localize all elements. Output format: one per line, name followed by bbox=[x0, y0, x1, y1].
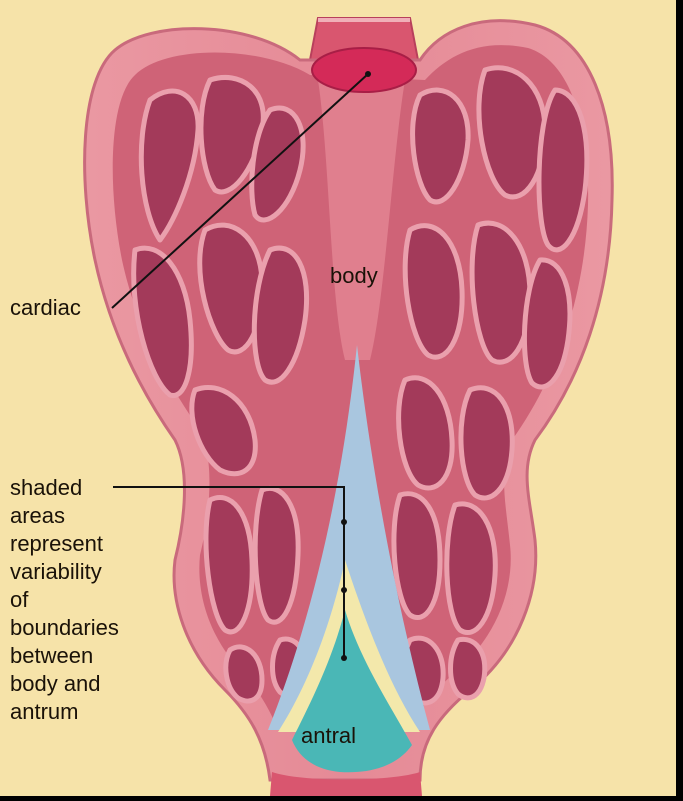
label-shaded-areas-note: shaded areas represent variability of bo… bbox=[10, 474, 119, 726]
note-line: between bbox=[10, 642, 119, 670]
note-line: body and bbox=[10, 670, 119, 698]
note-line: represent bbox=[10, 530, 119, 558]
label-cardiac: cardiac bbox=[10, 294, 81, 322]
note-line: areas bbox=[10, 502, 119, 530]
note-line: antrum bbox=[10, 698, 119, 726]
note-line: shaded bbox=[10, 474, 119, 502]
note-line: boundaries bbox=[10, 614, 119, 642]
leader-dot bbox=[341, 519, 347, 525]
cardia-opening bbox=[312, 48, 416, 92]
label-body: body bbox=[330, 262, 378, 290]
label-antral: antral bbox=[301, 722, 356, 750]
note-line: variability bbox=[10, 558, 119, 586]
leader-dot bbox=[365, 71, 371, 77]
leader-dot bbox=[341, 587, 347, 593]
note-line: of bbox=[10, 586, 119, 614]
leader-dot bbox=[341, 655, 347, 661]
